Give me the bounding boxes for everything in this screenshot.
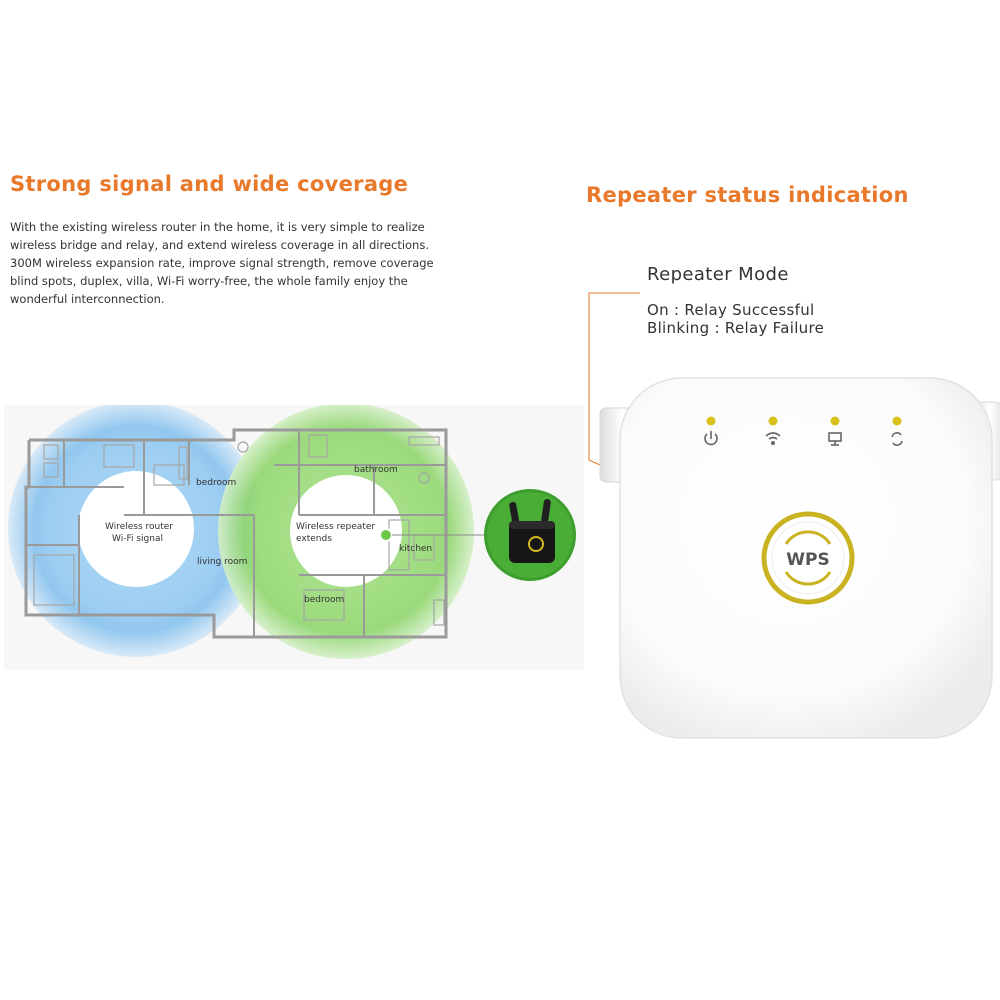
description-line: wonderful interconnection. xyxy=(10,292,165,306)
led-lan xyxy=(830,416,840,426)
monitor-icon xyxy=(828,432,842,446)
repeater-device: WPS xyxy=(599,377,1000,739)
led-relay xyxy=(892,416,902,426)
repeater-location-dot xyxy=(379,528,393,542)
status-heading: Repeater status indication xyxy=(586,183,909,207)
description-line: wireless bridge and relay, and extend wi… xyxy=(10,238,429,252)
mode-on-status: On : Relay Successful xyxy=(647,301,815,319)
relay-icon xyxy=(891,432,903,446)
room-label-bedroom-bottom: bedroom xyxy=(304,595,344,605)
status-leds xyxy=(706,416,902,426)
room-label-living-room: living room xyxy=(197,557,247,567)
repeater-mode-title: Repeater Mode xyxy=(647,264,789,285)
repeater-zone-sublabel: extends xyxy=(296,534,332,544)
led-power xyxy=(706,416,716,426)
floorplan-furniture xyxy=(33,434,445,626)
repeater-device-icon xyxy=(484,489,576,581)
description-line: blind spots, duplex, villa, Wi-Fi worry-… xyxy=(10,274,408,288)
wps-button[interactable]: WPS xyxy=(761,511,855,605)
room-label-kitchen: kitchen xyxy=(399,544,432,554)
floorplan-illustration: bedroom bathroom living room kitchen bed… xyxy=(8,405,576,659)
wifi-icon xyxy=(765,432,781,446)
coverage-heading: Strong signal and wide coverage xyxy=(10,172,409,196)
wps-label: WPS xyxy=(786,550,829,570)
floorplan-panel: bedroom bathroom living room kitchen bed… xyxy=(4,405,584,670)
mode-blinking-status: Blinking : Relay Failure xyxy=(647,319,825,337)
repeater-zone-label: Wireless repeater xyxy=(296,522,375,532)
coverage-description: With the existing wireless router in the… xyxy=(10,218,490,308)
floorplan-walls xyxy=(24,428,448,639)
room-label-bedroom-top: bedroom xyxy=(196,478,236,488)
router-zone-label: Wireless router xyxy=(105,522,173,532)
description-line: With the existing wireless router in the… xyxy=(10,220,425,234)
room-label-bathroom: bathroom xyxy=(354,465,398,475)
router-coverage-zone xyxy=(8,405,264,657)
power-icon xyxy=(704,431,718,446)
wps-arrow-top-icon xyxy=(784,530,832,545)
wps-arrow-bottom-icon xyxy=(784,571,832,586)
led-wifi xyxy=(768,416,778,426)
description-line: 300M wireless expansion rate, improve si… xyxy=(10,256,434,270)
router-zone-sublabel: Wi-Fi signal xyxy=(112,534,163,544)
repeater-coverage-zone xyxy=(218,405,474,659)
